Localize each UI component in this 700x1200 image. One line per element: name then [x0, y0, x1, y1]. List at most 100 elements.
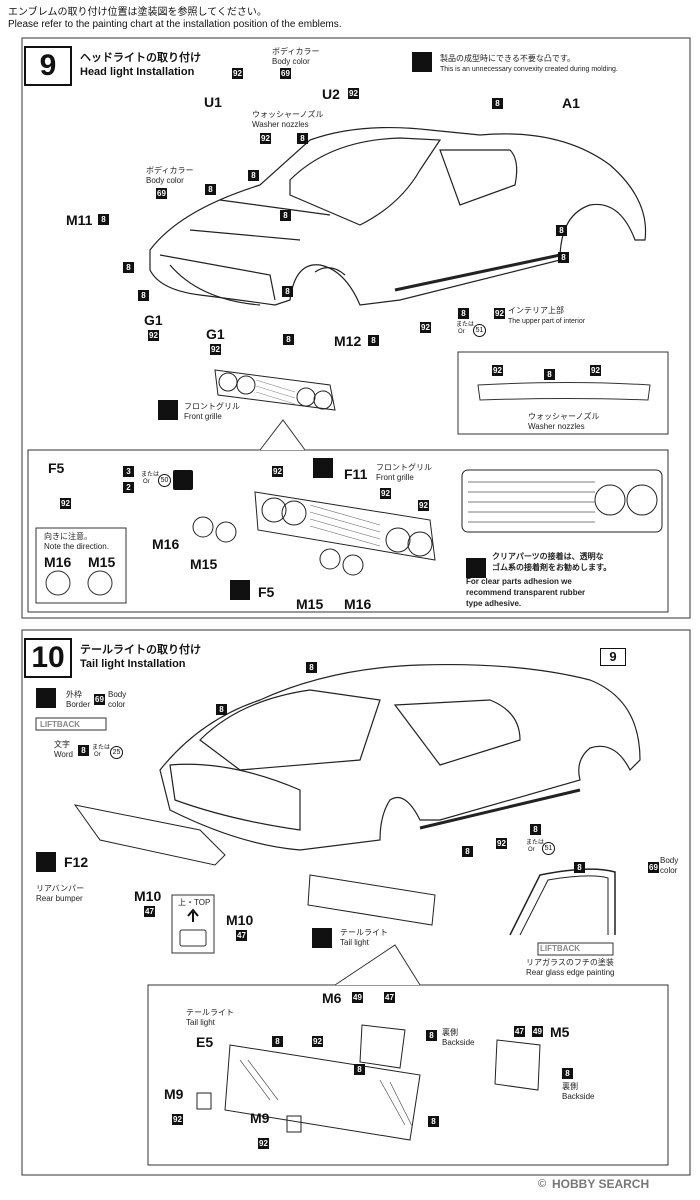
liftback-badge: LIFTBACK	[40, 720, 80, 729]
front-grille-detail-label-jp: フロントグリル	[376, 463, 432, 472]
color-92-badge: 92	[258, 1138, 269, 1149]
color-8-badge: 8	[98, 214, 109, 225]
color-8-badge: 8	[297, 133, 308, 144]
color-3-badge: 3	[123, 466, 134, 477]
color-8-badge: 8	[492, 98, 503, 109]
color-8-badge: 8	[306, 662, 317, 673]
color-47-badge: 47	[384, 992, 395, 1003]
part-M16: M16	[152, 536, 180, 552]
paint-icon	[36, 688, 56, 708]
part-M6: M6	[322, 990, 342, 1006]
color-8-badge: 8	[123, 262, 134, 273]
part-F5: F5	[48, 460, 65, 476]
clear-parts-note-en-2: recommend transparent rubber	[466, 588, 586, 597]
step-10-number: 10	[24, 638, 72, 678]
clear-parts-note-jp-1: クリアパーツの接着は、透明な	[492, 552, 604, 561]
washer-box-label-en: Washer nozzles	[528, 422, 585, 431]
part-U2: U2	[322, 86, 340, 102]
part-M10: M10	[134, 888, 162, 904]
body-label: Body	[660, 856, 679, 865]
body-color-label-jp: ボディカラー	[272, 47, 320, 56]
part-M15: M15	[190, 556, 218, 572]
front-grille-detail-label-en: Front grille	[376, 473, 414, 482]
direction-note-jp: 向きに注意。	[44, 532, 92, 541]
header-note-en: Please refer to the painting chart at th…	[8, 19, 342, 30]
color-92-badge: 92	[380, 488, 391, 499]
washer-label-jp: ウォッシャーノズル	[252, 110, 324, 119]
part-M10-b: M10	[226, 912, 254, 928]
tail-detail-label-en: Tail light	[186, 1018, 215, 1027]
part-A1: A1	[562, 95, 580, 111]
color-8-badge: 8	[354, 1064, 365, 1075]
color-8-badge: 8	[530, 824, 541, 835]
molding-warning-icon	[412, 52, 432, 72]
color-47-badge: 47	[236, 930, 247, 941]
backside-label-en-2: Backside	[562, 1092, 595, 1101]
part-F11: F11	[344, 466, 368, 482]
color-8-badge: 8	[282, 286, 293, 297]
body-color-label-en: Body color	[272, 57, 310, 66]
color-8-badge: 8	[562, 1068, 573, 1079]
color-92-badge: 92	[210, 344, 221, 355]
color-8-badge: 8	[272, 1036, 283, 1047]
interior-label-jp: インテリア上部	[508, 306, 564, 315]
color-51-circle: 51	[542, 842, 555, 855]
glue-icon	[466, 558, 486, 578]
color-8-badge: 8	[556, 225, 567, 236]
color-92-badge: 92	[172, 1114, 183, 1125]
rear-glass-label-jp: リアガラスのフチの塗装	[526, 958, 614, 967]
liftback-badge-2: LIFTBACK	[540, 944, 580, 953]
tail-light-label-en: Tail light	[340, 938, 369, 947]
clear-parts-note-jp-2: ゴム系の接着剤をお勧めします。	[492, 563, 612, 572]
part-G1: G1	[144, 312, 163, 328]
backside-label-en: Backside	[442, 1038, 475, 1047]
color-2-badge: 2	[123, 482, 134, 493]
color-92-badge: 92	[494, 308, 505, 319]
color-8-badge: 8	[205, 184, 216, 195]
part-G1-b: G1	[206, 326, 225, 342]
paint-icon	[230, 580, 250, 600]
color-8-badge: 8	[462, 846, 473, 857]
or-label-en: Or	[458, 329, 465, 335]
molding-note-en: This is an unnecessary convexity created…	[440, 66, 618, 73]
color-69-badge: 69	[280, 68, 291, 79]
tail-light-label-jp: テールライト	[340, 928, 388, 937]
part-M9-b: M9	[250, 1110, 270, 1126]
color-8-badge: 8	[78, 745, 89, 756]
part-F12: F12	[64, 854, 89, 870]
color-92-badge: 92	[496, 838, 507, 849]
part-M16-note: M16	[44, 554, 72, 570]
color-8-badge: 8	[426, 1030, 437, 1041]
word-label-jp: 文字	[54, 740, 70, 749]
clear-parts-note-en-1: For clear parts adhesion we	[466, 577, 572, 586]
color-69-badge: 69	[94, 694, 105, 705]
part-U1: U1	[204, 94, 222, 110]
color-label: color	[660, 866, 678, 875]
color-49-badge: 49	[532, 1026, 543, 1037]
rear-bumper-label-en: Rear bumper	[36, 894, 83, 903]
paint-icon	[158, 400, 178, 420]
color-92-badge: 92	[260, 133, 271, 144]
color-47-badge: 47	[514, 1026, 525, 1037]
body-color-label-en-2: Body color	[146, 176, 184, 185]
part-M15-b: M15	[296, 596, 324, 612]
washer-label-en: Washer nozzles	[252, 120, 309, 129]
body-color-label-body: Body	[108, 690, 127, 699]
color-69-badge: 69	[648, 862, 659, 873]
step-9-title-jp: ヘッドライトの取り付け	[80, 52, 201, 64]
color-51-circle: 51	[473, 324, 486, 337]
color-47-badge: 47	[144, 906, 155, 917]
color-8-badge: 8	[544, 369, 555, 380]
or-label-jp: または	[141, 472, 160, 478]
color-92-badge: 92	[232, 68, 243, 79]
color-92-badge: 92	[492, 365, 503, 376]
color-92-badge: 92	[348, 88, 359, 99]
or-label-jp: または	[456, 322, 475, 328]
part-M16-b: M16	[344, 596, 372, 612]
hobby-search-logo: HOBBY SEARCH	[552, 1177, 650, 1191]
tail-detail-label-jp: テールライト	[186, 1008, 234, 1017]
color-69-badge: 69	[156, 188, 167, 199]
copyright-mark: ©	[538, 1178, 547, 1190]
or-label-jp: または	[92, 745, 111, 751]
